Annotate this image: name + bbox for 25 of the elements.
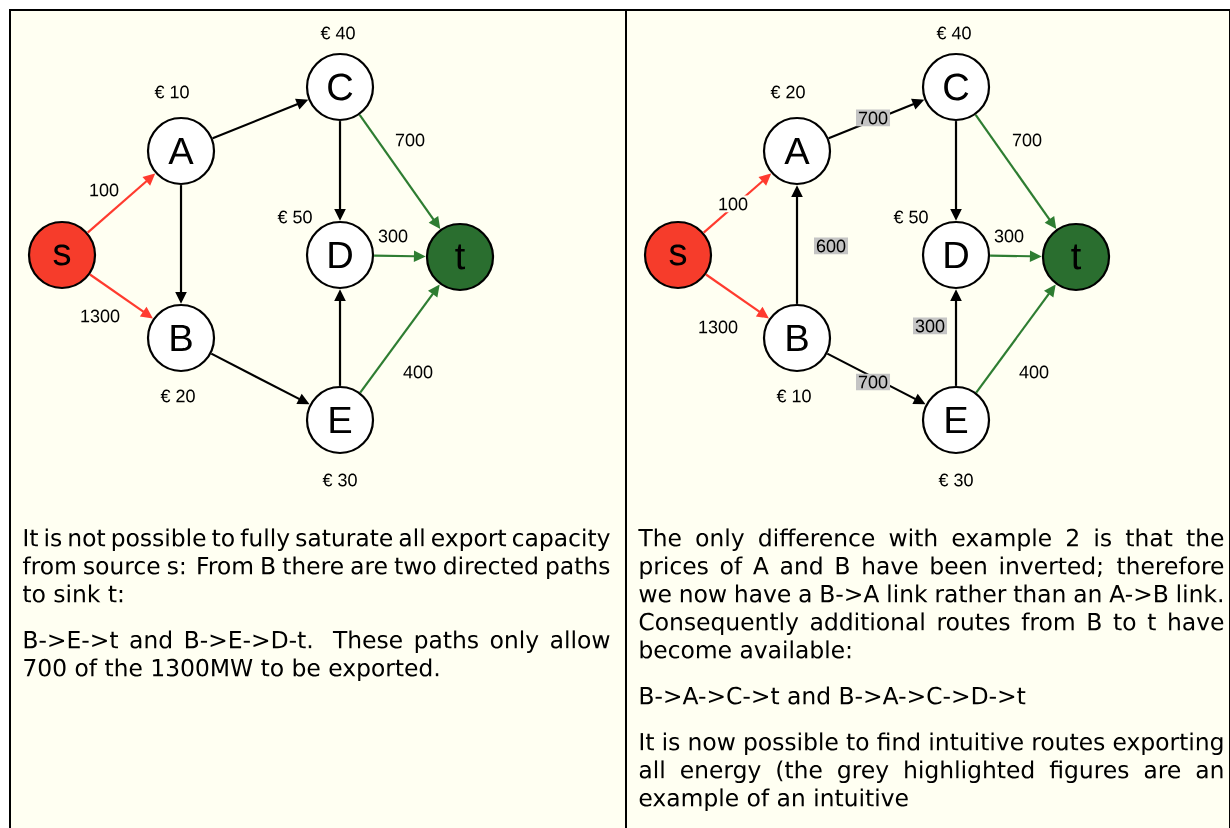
graph-node: A (146, 116, 216, 186)
price-label: € 20 (160, 389, 195, 403)
graph-node: s (27, 220, 97, 290)
graph-node: t (425, 222, 495, 292)
graph-node: C (305, 52, 375, 122)
price-label: € 20 (770, 85, 805, 99)
price-label: € 40 (936, 26, 971, 40)
node-label: B->E->t and B->E->D-t. These paths only allow 700 of the 1300MW to be exported. (24, 630, 610, 682)
price-label: € 10 (776, 389, 811, 403)
price-label: € 10 (154, 85, 189, 99)
graph-node: t (1041, 222, 1111, 292)
node-label: It is not possible to fully saturate all export capacity from source s: From B there are two directed paths to sink t: (22, 528, 610, 603)
price-label: € 40 (320, 26, 355, 40)
graph-node: B (146, 303, 216, 373)
graph-node: C (921, 52, 991, 122)
node-label: It is now possible to find intuitive routes exporting all energy (the grey highlighted figures are an example of an intuitive (639, 732, 1223, 812)
price-label: € 30 (938, 473, 973, 487)
graph-node: s (643, 220, 713, 290)
graph-node: E (305, 385, 375, 455)
price-label: € 30 (322, 473, 357, 487)
graph-node: B (762, 303, 832, 373)
node-label: The only difference with example 2 is that the prices of A and B have been inverted; therefore we now have a B->A link rather than an A->B link. Consequently additional routes from B to t have become available: (638, 528, 1224, 659)
graph-node: E (921, 385, 991, 455)
graph-node: A (762, 116, 832, 186)
node-label: B->A->C->t and B->A->C->D->t (640, 686, 1026, 705)
